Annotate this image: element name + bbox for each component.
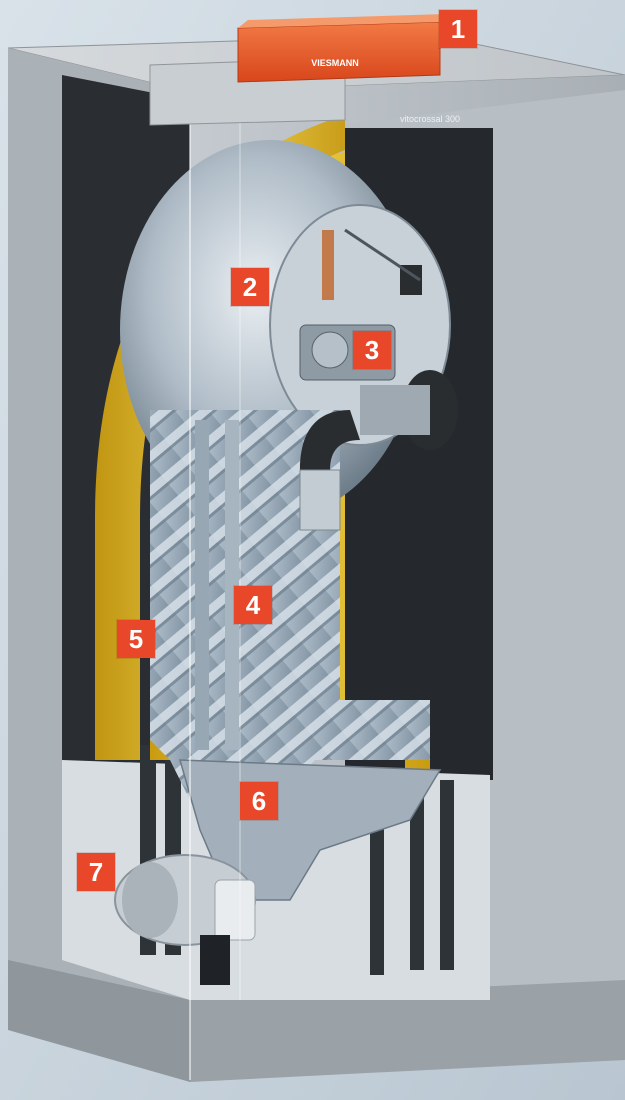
control-panel-top xyxy=(238,14,446,28)
pillar-right-b xyxy=(410,780,424,970)
control-panel xyxy=(237,21,441,83)
heat-exchanger xyxy=(150,410,430,820)
callout-5: 5 xyxy=(117,620,155,658)
callout-7: 7 xyxy=(77,853,115,891)
heat-exchanger-tubes xyxy=(195,420,209,750)
igniter xyxy=(322,230,334,300)
pillar-right-c xyxy=(440,780,454,970)
brand-logo: VIESMANN xyxy=(311,58,359,68)
siphon xyxy=(214,879,256,941)
pillar-right-a xyxy=(370,790,384,975)
casing-bottom-front xyxy=(190,980,625,1082)
model-label: vitocrossal 300 xyxy=(400,114,460,124)
callout-6: 6 xyxy=(240,782,278,820)
callout-2: 2 xyxy=(231,268,269,306)
callout-4: 4 xyxy=(234,586,272,624)
callout-1: 1 xyxy=(439,10,477,48)
flue-pipe-opening xyxy=(122,862,178,938)
callout-3: 3 xyxy=(353,331,391,369)
siphon-base xyxy=(200,935,230,985)
heat-exchanger-tubes-2 xyxy=(225,420,239,750)
casing-bottom-left xyxy=(8,960,190,1082)
